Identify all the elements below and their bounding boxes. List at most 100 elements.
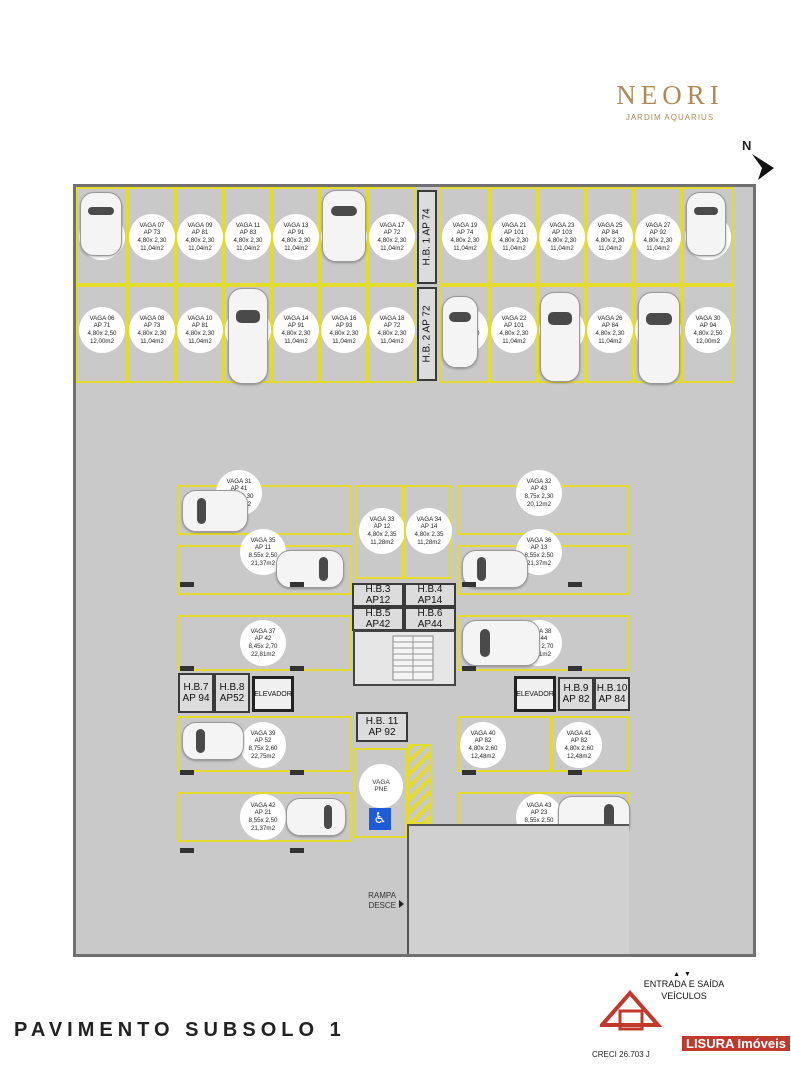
top_row-label-7-v: VAGA 19	[452, 221, 478, 229]
watermark-house-icon	[597, 985, 680, 1035]
top_row-label-11-dim: 4,80x 2,30	[643, 237, 673, 244]
second_row-label-12-ap: AP 94	[699, 322, 717, 330]
top_row-label-11-area: 11,04m2	[646, 244, 670, 252]
top_row-label-3-area: 11,04m2	[236, 244, 260, 252]
label-v32-v: VAGA 32	[526, 477, 552, 485]
hb-hb4-b: AP14	[417, 595, 443, 606]
second_row-label-4-dim: 4,80x 2,30	[281, 330, 311, 337]
top_row-label-8-area: 11,04m2	[502, 244, 526, 252]
top_row-label-2-ap: AP 81	[191, 229, 209, 237]
label-v31-ap: AP 41	[230, 485, 248, 493]
second_row-label-5-v: VAGA 16	[331, 314, 357, 322]
car-top-5	[540, 292, 580, 382]
wheel-stop-3	[568, 582, 582, 587]
pne-label-line2: PNE	[374, 786, 388, 793]
second_row-label-6-area: 11,04m2	[380, 337, 404, 345]
second_row-label-1-area: 11,04m2	[140, 337, 164, 345]
label-v36-v: VAGA 36	[526, 536, 552, 544]
top_row-bay-7	[440, 187, 490, 285]
bay-v41	[552, 716, 630, 772]
brand-subtitle: JARDIM AQUARIUS	[625, 113, 715, 122]
top_row-label-9-ap: AP 103	[551, 229, 573, 237]
top_row-label-3-v: VAGA 11	[235, 221, 261, 229]
label-v37-dim: 8,45x 2,70	[248, 643, 278, 650]
label-v32-area: 20,12m2	[526, 500, 552, 508]
car-top-4	[442, 296, 478, 368]
second_row-label-6-dim: 4,80x 2,30	[377, 330, 407, 337]
top_row-label-1-area: 11,04m2	[140, 244, 164, 252]
top_row-label-7-dim: 4,80x 2,30	[450, 237, 480, 244]
bay-v39	[178, 716, 352, 772]
top_row-label-2-dim: 4,80x 2,30	[185, 237, 215, 244]
label-v35-ap: AP 11	[254, 544, 272, 552]
entrance-label-line1: ENTRADA E SAÍDA	[643, 979, 725, 990]
second_row-label-4-ap: AP 91	[287, 322, 305, 330]
top_row-label-2-v: VAGA 09	[187, 221, 213, 229]
wheel-stop-6	[462, 666, 476, 671]
wheel-stop-11	[568, 770, 582, 775]
label-v39-ap: AP 52	[254, 737, 272, 745]
hb-vertical-1-label: H.B. 1 AP 74	[421, 208, 433, 266]
hb-hb7-a: H.B.7	[183, 682, 209, 693]
top_row-label-2-area: 11,04m2	[188, 244, 212, 252]
label-v42-dim: 8,55x 2,50	[248, 817, 278, 824]
hb-hb5-b: AP42	[365, 619, 391, 630]
second_row-label-0-ap: AP 71	[93, 322, 111, 330]
top_row-label-1-dim: 4,80x 2,30	[137, 237, 167, 244]
second_row-label-12-dim: 4,80x 2,50	[693, 330, 723, 337]
hb-hb3-a: H.B.3	[365, 584, 391, 595]
second_row-label-2-v: VAGA 10	[187, 314, 213, 322]
wheel-stop-9	[290, 770, 304, 775]
hb-hb6-b: AP44	[417, 619, 443, 630]
top_row-label-10-area: 11,04m2	[598, 244, 622, 252]
wheel-stop-1	[290, 582, 304, 587]
pne-label: VAGA PNE	[359, 764, 403, 808]
ramp-label-line2: DESCE	[368, 901, 396, 910]
second_row-label-1-dim: 4,80x 2,30	[137, 330, 167, 337]
second_row-label-12-area: 12,00m2	[695, 337, 721, 345]
entrance-label-line2: VEÍCULOS	[661, 990, 707, 1001]
label-v40-ap: AP 82	[474, 737, 492, 745]
label-v36-dim: 8,55x 2,50	[524, 552, 554, 559]
top_row-label-10-dim: 4,80x 2,30	[595, 237, 625, 244]
label-v43-dim: 8,55x 2,50	[524, 817, 554, 824]
hb-hb9-b: AP 82	[562, 694, 590, 705]
second_row-label-2-area: 11,04m2	[188, 337, 212, 345]
north-label: N	[742, 138, 752, 153]
label-v37-ap: AP 42	[254, 635, 272, 643]
top_row-bay-0	[76, 187, 128, 285]
ramp-label: RAMPA DESCE	[352, 891, 396, 911]
hb-hb6-a: H.B.6	[417, 608, 443, 619]
label-v36-area: 21,37m2	[526, 559, 552, 567]
hb-hb11-b: AP 92	[368, 727, 396, 738]
label-v34-area: 11,28m2	[417, 538, 441, 546]
wheel-stop-0	[180, 582, 194, 587]
second_row-label-8-ap: AP 101	[503, 322, 525, 330]
second_row-label-6-ap: AP 72	[383, 322, 401, 330]
label-v39-dim: 8,75x 2,60	[248, 745, 278, 752]
second_row-label-12-v: VAGA 30	[695, 314, 721, 322]
second_row-label-10-area: 11,04m2	[598, 337, 622, 345]
elevator-left: ELEVADOR	[252, 676, 294, 712]
wheel-stop-8	[180, 770, 194, 775]
car-low-42	[286, 798, 346, 836]
elevator-right: ELEVADOR	[514, 676, 556, 712]
second_row-label-10-dim: 4,80x 2,30	[595, 330, 625, 337]
watermark-creci: CRECI 26.703 J	[592, 1050, 650, 1059]
second_row-label-4-v: VAGA 14	[283, 314, 309, 322]
label-v41-v: VAGA 41	[566, 729, 592, 737]
second_row-label-1-ap: AP 73	[143, 322, 161, 330]
top_row-label-6-area: 11,04m2	[380, 244, 404, 252]
